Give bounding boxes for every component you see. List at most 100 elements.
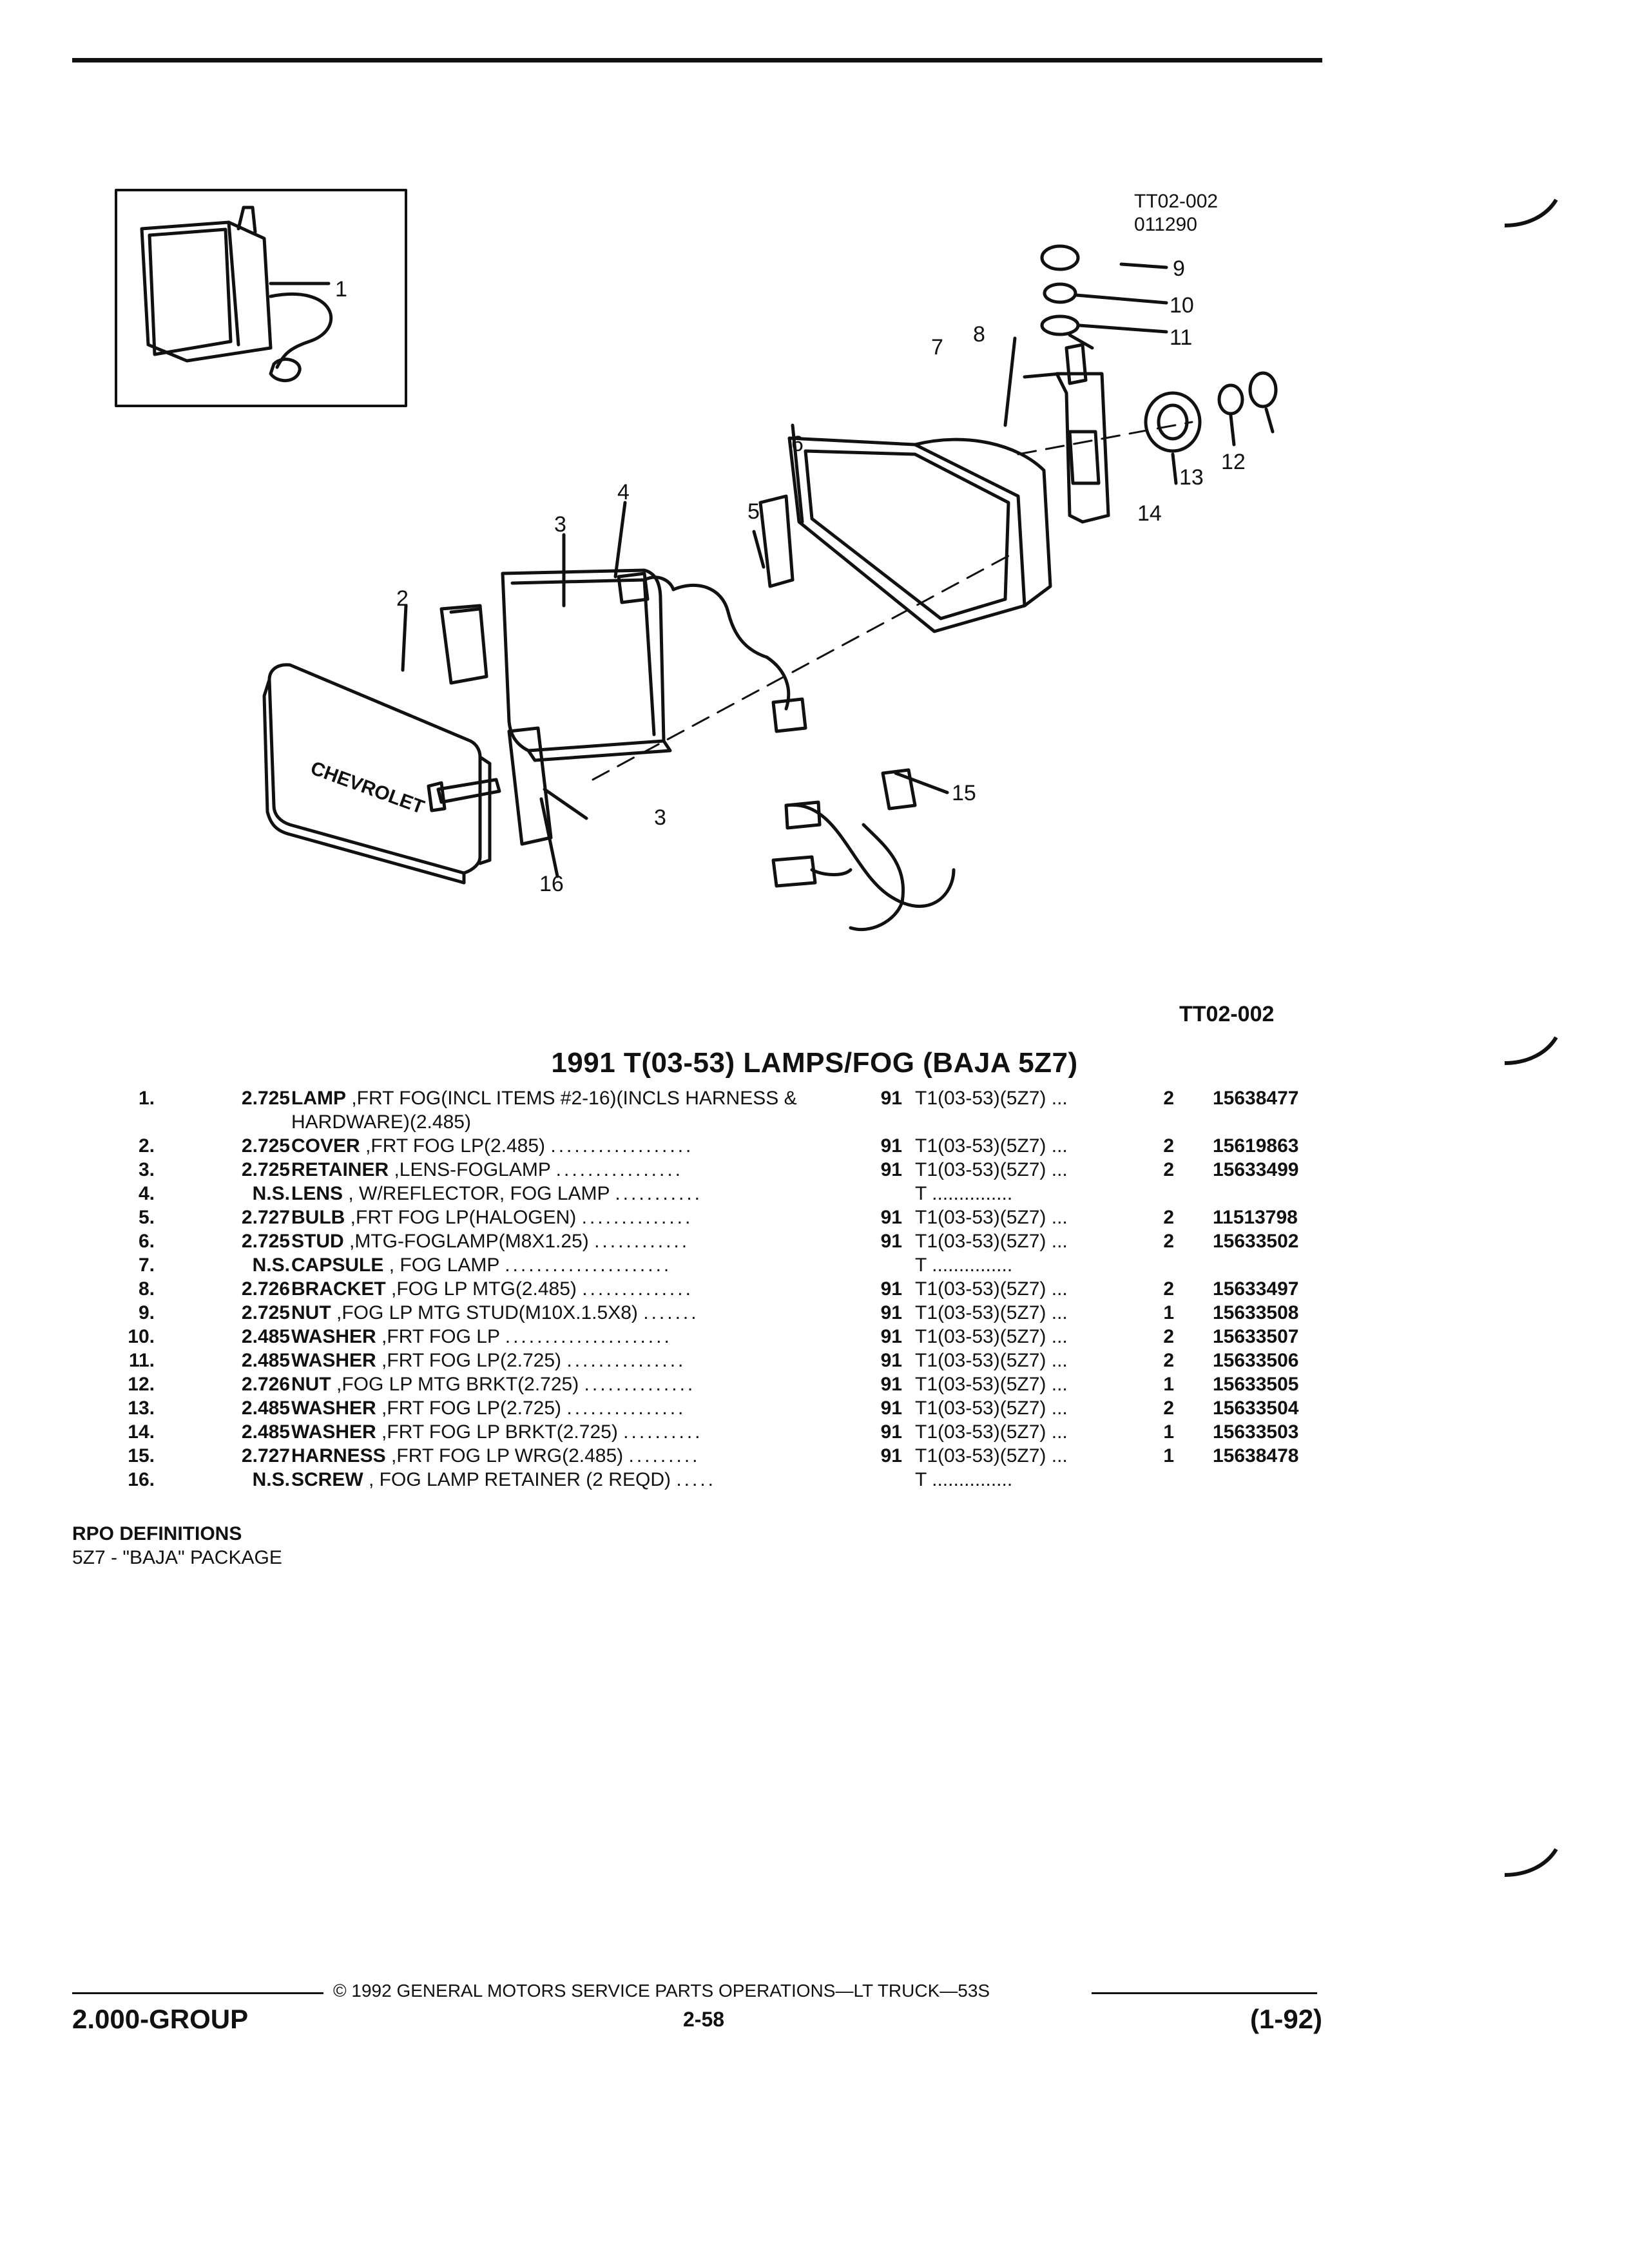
- leader-dots: .........: [628, 1445, 700, 1466]
- item-number: 5.: [138, 1207, 155, 1228]
- retainer-lower-drawing: [507, 726, 553, 846]
- series-value: T: [915, 1254, 927, 1276]
- model-year: 91: [880, 1159, 902, 1180]
- item-number: 1.: [138, 1088, 155, 1109]
- part-name: STUD: [291, 1231, 344, 1252]
- part-detail: ,FRT FOG LP BRKT(2.725): [381, 1421, 618, 1443]
- series-dots: ...: [1051, 1302, 1068, 1323]
- part-name: RETAINER: [291, 1159, 389, 1180]
- part-name: WASHER: [291, 1350, 376, 1371]
- series-value: T1(03-53)(5Z7): [915, 1278, 1046, 1300]
- figure-code-top: TT02-002: [1134, 191, 1218, 212]
- part-description: NUT ,FOG LP MTG BRKT(2.725) ............…: [291, 1372, 845, 1396]
- part-description: BRACKET ,FOG LP MTG(2.485) .............…: [291, 1277, 845, 1301]
- screw-drawing: [436, 778, 501, 804]
- quantity: 1: [1163, 1421, 1174, 1443]
- series-value: T1(03-53)(5Z7): [915, 1088, 1046, 1109]
- footer-rule-left: [72, 1992, 323, 1994]
- part-number: 15638477: [1213, 1088, 1299, 1109]
- figure-date-code: 011290: [1134, 214, 1197, 235]
- copyright-text: © 1992 GENERAL MOTORS SERVICE PARTS OPER…: [333, 1981, 990, 2001]
- page-title: 1991 T(03-53) LAMPS/FOG (BAJA 5Z7): [551, 1047, 1078, 1079]
- series-code: T1(03-53)(5Z7) ...: [915, 1444, 1147, 1468]
- quantity: 2: [1163, 1278, 1174, 1300]
- leader-dots: ...............: [566, 1398, 686, 1419]
- series-value: T: [915, 1183, 927, 1204]
- callout-15: 15: [952, 781, 976, 805]
- model-year: 91: [880, 1278, 902, 1300]
- quantity: 1: [1163, 1302, 1174, 1323]
- group-number: 2.485: [241, 1350, 290, 1371]
- leader-dots: ..............: [584, 1374, 696, 1395]
- inset-frame: [115, 189, 407, 407]
- group-number: 2.725: [241, 1088, 290, 1109]
- model-year: 91: [880, 1302, 902, 1323]
- item-number: 2.: [138, 1135, 155, 1157]
- item-number: 13.: [128, 1398, 155, 1419]
- part-detail: ,FRT FOG LP(2.725): [381, 1350, 562, 1371]
- series-value: T1(03-53)(5Z7): [915, 1445, 1046, 1466]
- series-code: T1(03-53)(5Z7) ...: [915, 1301, 1147, 1325]
- revision-date: (1-92): [1250, 2004, 1323, 2034]
- washer-13-drawing: [1217, 383, 1244, 416]
- series-value: T: [915, 1469, 927, 1490]
- group-number: 2.727: [241, 1207, 290, 1228]
- part-description: STUD ,MTG-FOGLAMP(M8X1.25) ............: [291, 1229, 845, 1253]
- series-dots: ...............: [932, 1183, 1013, 1204]
- part-description: SCREW , FOG LAMP RETAINER (2 REQD) .....: [291, 1468, 845, 1492]
- series-dots: ...............: [932, 1254, 1013, 1276]
- item-number: 9.: [138, 1302, 155, 1323]
- part-number: 15633507: [1213, 1326, 1299, 1347]
- leader-dots: ..............: [581, 1207, 693, 1228]
- series-code: T1(03-53)(5Z7) ...: [915, 1396, 1147, 1420]
- group-number: 2.725: [241, 1231, 290, 1252]
- part-detail: , FOG LAMP: [389, 1254, 499, 1276]
- model-year: 91: [880, 1135, 902, 1157]
- capsule-drawing: [787, 436, 1052, 633]
- callout-6: 6: [791, 432, 804, 456]
- part-name: WASHER: [291, 1326, 376, 1347]
- item-number: 3.: [138, 1159, 155, 1180]
- alignment-line: [592, 553, 1013, 781]
- series-dots: ...: [1051, 1231, 1068, 1252]
- item-number: 15.: [128, 1445, 155, 1466]
- part-detail: ,FOG LP MTG(2.485): [391, 1278, 577, 1300]
- stud-drawing: [758, 494, 795, 588]
- part-name: LAMP: [291, 1088, 346, 1109]
- series-value: T1(03-53)(5Z7): [915, 1207, 1046, 1228]
- series-dots: ...: [1051, 1350, 1068, 1371]
- part-name: LENS: [291, 1183, 343, 1204]
- item-number: 14.: [128, 1421, 155, 1443]
- series-code: T1(03-53)(5Z7) ...: [915, 1134, 1147, 1158]
- series-dots: ...: [1051, 1135, 1068, 1157]
- part-detail: ,FRT FOG LP(2.725): [381, 1398, 562, 1419]
- callout-2: 2: [396, 586, 409, 611]
- quantity: 2: [1163, 1159, 1174, 1180]
- part-description: CAPSULE , FOG LAMP .....................: [291, 1253, 845, 1277]
- brand-lettering: CHEVROLET: [308, 758, 427, 818]
- part-detail: ,FRT FOG LP WRG(2.485): [391, 1445, 624, 1466]
- quantity: 2: [1163, 1135, 1174, 1157]
- leader-dots: ..........: [623, 1421, 703, 1443]
- group-number: N.S.: [252, 1254, 290, 1276]
- margin-mark: [1504, 1848, 1558, 1877]
- part-number: 15633504: [1213, 1398, 1299, 1419]
- quantity: 1: [1163, 1374, 1174, 1395]
- quantity: 2: [1163, 1350, 1174, 1371]
- quantity: 2: [1163, 1398, 1174, 1419]
- part-description: WASHER ,FRT FOG LP .....................: [291, 1325, 845, 1349]
- leader-dots: ............: [594, 1231, 690, 1252]
- part-number: 11513798: [1213, 1207, 1298, 1228]
- part-description: LAMP ,FRT FOG(INCL ITEMS #2-16)(INCLS HA…: [291, 1086, 845, 1134]
- callout-10: 10: [1170, 293, 1194, 318]
- group-number: N.S.: [252, 1469, 290, 1490]
- leader-dots: ...............: [566, 1350, 686, 1371]
- series-code: T1(03-53)(5Z7) ...: [915, 1229, 1147, 1253]
- group-number: 2.485: [241, 1398, 290, 1419]
- part-name: SCREW: [291, 1469, 363, 1490]
- part-name: NUT: [291, 1302, 331, 1323]
- nut-12-drawing: [1248, 371, 1278, 408]
- rpo-heading: RPO DEFINITIONS: [72, 1523, 242, 1544]
- washer-10-drawing: [1043, 282, 1077, 304]
- series-value: T1(03-53)(5Z7): [915, 1374, 1046, 1395]
